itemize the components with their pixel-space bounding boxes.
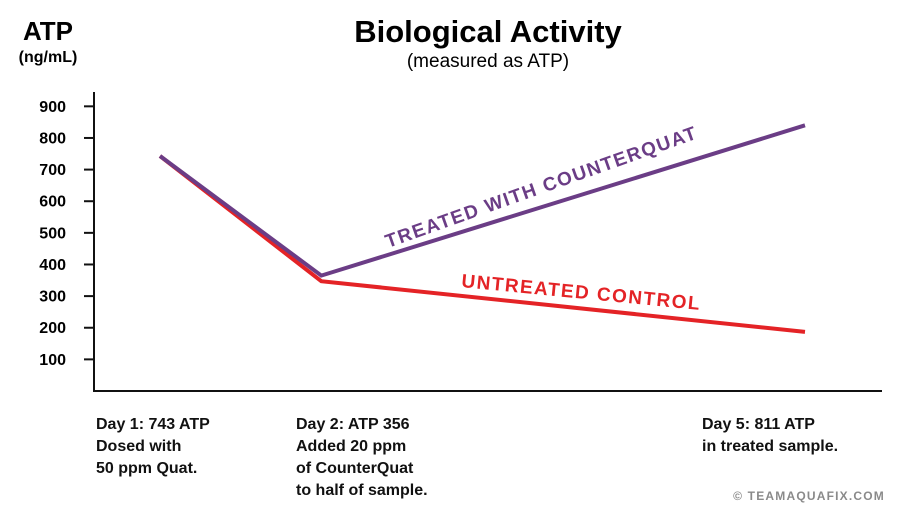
annotation-line: Added 20 ppm (296, 438, 407, 455)
annotation-line: 50 ppm Quat. (96, 460, 198, 477)
series-line-untreated (158, 154, 806, 334)
y-tick-label: 800 (39, 130, 66, 147)
y-axis-unit: (ng/mL) (19, 49, 78, 66)
annotation-line: Day 1: 743 ATP (96, 416, 210, 433)
annotation-day-1: Day 1: 743 ATP Dosed with 50 ppm Quat. (96, 414, 210, 480)
annotation-day-5: Day 5: 811 ATP in treated sample. (702, 414, 838, 458)
watermark: © TEAMAQUAFIX.COM (733, 489, 885, 503)
series-label-treated: TREATED WITH COUNTERQUAT (383, 123, 701, 253)
annotation-line: of CounterQuat (296, 460, 414, 477)
y-tick-label: 700 (39, 162, 66, 179)
y-tick-label: 100 (39, 352, 66, 369)
y-tick-label: 400 (39, 257, 66, 274)
y-ticks: 100 200 300 400 500 600 700 800 900 (39, 99, 94, 369)
series-line-treated (158, 123, 806, 278)
annotation-day-2: Day 2: ATP 356 Added 20 ppm of CounterQu… (296, 414, 428, 502)
y-tick-label: 900 (39, 99, 66, 116)
annotation-line: Day 2: ATP 356 (296, 416, 410, 433)
chart-subtitle: (measured as ATP) (407, 51, 569, 72)
annotation-line: Day 5: 811 ATP (702, 416, 815, 433)
annotation-line: to half of sample. (296, 482, 428, 499)
annotation-line: in treated sample. (702, 438, 839, 455)
y-tick-label: 300 (39, 289, 66, 306)
y-tick-label: 200 (39, 320, 66, 337)
chart-title: Biological Activity (354, 14, 622, 49)
series-lines (158, 123, 806, 334)
y-tick-label: 600 (39, 194, 66, 211)
annotation-line: Dosed with (96, 438, 182, 455)
y-axis-label: ATP (23, 16, 73, 46)
y-tick-label: 500 (39, 225, 66, 242)
